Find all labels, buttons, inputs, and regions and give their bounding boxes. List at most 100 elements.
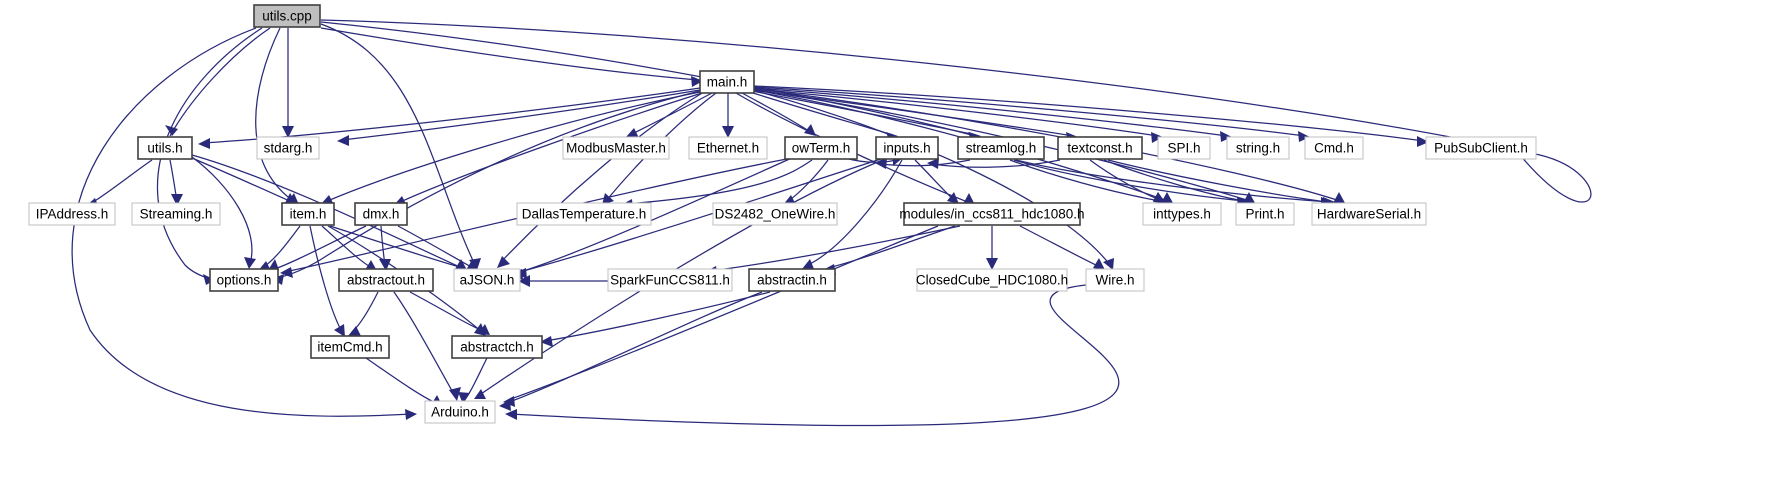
node-box[interactable] bbox=[209, 268, 279, 292]
node-box[interactable] bbox=[784, 136, 858, 160]
node-label: SPI.h bbox=[1167, 141, 1200, 156]
node-dmx_h[interactable]: dmx.h bbox=[354, 202, 408, 226]
edge-main_h-to-stdarg_h bbox=[337, 89, 701, 146]
node-modbusmaster_h[interactable]: ModbusMaster.h bbox=[562, 136, 670, 160]
node-streaming_h[interactable]: Streaming.h bbox=[131, 202, 221, 226]
node-box[interactable] bbox=[256, 136, 320, 160]
node-inttypes_h[interactable]: inttypes.h bbox=[1142, 202, 1222, 226]
node-ipaddress_h[interactable]: IPAddress.h bbox=[28, 202, 116, 226]
arrowhead bbox=[1243, 192, 1255, 203]
arrowhead bbox=[505, 409, 517, 420]
node-label: main.h bbox=[707, 75, 748, 90]
arrowhead bbox=[1151, 132, 1163, 143]
arrowhead bbox=[1298, 131, 1310, 142]
node-box[interactable] bbox=[1235, 202, 1295, 226]
arrowhead bbox=[947, 192, 959, 204]
node-ds2482_h[interactable]: DS2482_OneWire.h bbox=[712, 202, 838, 226]
node-box[interactable] bbox=[338, 268, 434, 292]
node-box[interactable] bbox=[903, 202, 1081, 226]
edge-main_h-to-options_h bbox=[272, 90, 701, 285]
node-options_h[interactable]: options.h bbox=[209, 268, 279, 292]
node-box[interactable] bbox=[137, 136, 193, 160]
node-abstractch_h[interactable]: abstractch.h bbox=[451, 335, 543, 359]
edge-streamlog_h-to-inputs_h bbox=[875, 158, 971, 169]
node-textconst_h[interactable]: textconst.h bbox=[1057, 136, 1143, 160]
node-box[interactable] bbox=[1142, 202, 1222, 226]
edge-textconst_h-to-inttypes_h bbox=[1089, 159, 1165, 202]
arrowhead bbox=[458, 392, 470, 404]
node-ccs811_h[interactable]: modules/in_ccs811_hdc1080.h bbox=[899, 202, 1085, 226]
arrowhead bbox=[1153, 192, 1165, 202]
node-box[interactable] bbox=[516, 202, 652, 226]
node-cmd_h[interactable]: Cmd.h bbox=[1304, 136, 1364, 160]
edge-ccs811_h-to-wire_h bbox=[1019, 225, 1105, 270]
node-box[interactable] bbox=[424, 400, 496, 424]
edge-abstractout_h-to-itemcmd_h bbox=[348, 291, 379, 336]
edge-ccs811_h-to-abstractin_h bbox=[823, 225, 956, 275]
node-box[interactable] bbox=[562, 136, 670, 160]
edge-utils_cpp-to-main_h bbox=[320, 27, 703, 87]
node-inputs_h[interactable]: inputs.h bbox=[875, 136, 939, 160]
node-main_h[interactable]: main.h bbox=[699, 70, 755, 94]
node-box[interactable] bbox=[1226, 136, 1290, 160]
node-label: owTerm.h bbox=[792, 141, 851, 156]
node-box[interactable] bbox=[310, 335, 390, 359]
node-spi_h[interactable]: SPI.h bbox=[1157, 136, 1211, 160]
node-box[interactable] bbox=[1085, 268, 1145, 292]
node-box[interactable] bbox=[1425, 136, 1537, 160]
node-label: textconst.h bbox=[1067, 141, 1132, 156]
node-hardwareserial_h[interactable]: HardwareSerial.h bbox=[1311, 202, 1427, 226]
node-abstractout_h[interactable]: abstractout.h bbox=[338, 268, 434, 292]
node-pubsubclient_h[interactable]: PubSubClient.h bbox=[1425, 136, 1537, 160]
node-box[interactable] bbox=[875, 136, 939, 160]
node-box[interactable] bbox=[916, 268, 1068, 292]
arrowhead bbox=[282, 126, 294, 138]
edge-main_h-to-spi_h bbox=[753, 88, 1163, 143]
node-box[interactable] bbox=[1304, 136, 1364, 160]
node-box[interactable] bbox=[1057, 136, 1143, 160]
node-abstractin_h[interactable]: abstractin.h bbox=[748, 268, 836, 292]
node-box[interactable] bbox=[957, 136, 1045, 160]
node-box[interactable] bbox=[1311, 202, 1427, 226]
node-utils_h[interactable]: utils.h bbox=[137, 136, 193, 160]
node-streamlog_h[interactable]: streamlog.h bbox=[957, 136, 1045, 160]
node-box[interactable] bbox=[131, 202, 221, 226]
node-box[interactable] bbox=[688, 136, 768, 160]
edge-ccs811_h-to-arduino_h bbox=[503, 225, 939, 407]
node-wire_h[interactable]: Wire.h bbox=[1085, 268, 1145, 292]
node-box[interactable] bbox=[607, 268, 733, 292]
node-item_h[interactable]: item.h bbox=[281, 202, 335, 226]
node-arduino_h[interactable]: Arduino.h bbox=[424, 400, 496, 424]
node-box[interactable] bbox=[453, 268, 521, 292]
node-owterm_h[interactable]: owTerm.h bbox=[784, 136, 858, 160]
arrowhead bbox=[802, 259, 814, 269]
node-itemcmd_h[interactable]: itemCmd.h bbox=[310, 335, 390, 359]
node-sparkfun_h[interactable]: SparkFunCCS811.h bbox=[607, 268, 733, 292]
arrowhead bbox=[1333, 192, 1345, 203]
node-ajson_h[interactable]: aJSON.h bbox=[453, 268, 521, 292]
node-box[interactable] bbox=[712, 202, 838, 226]
node-box[interactable] bbox=[28, 202, 116, 226]
node-box[interactable] bbox=[281, 202, 335, 226]
node-closedcube_h[interactable]: ClosedCube_HDC1080.h bbox=[916, 268, 1068, 292]
node-dallastemp_h[interactable]: DallasTemperature.h bbox=[516, 202, 652, 226]
node-stdarg_h[interactable]: stdarg.h bbox=[256, 136, 320, 160]
arrowhead bbox=[449, 387, 461, 401]
node-box[interactable] bbox=[253, 4, 321, 28]
arrowhead bbox=[602, 193, 614, 205]
node-print_h[interactable]: Print.h bbox=[1235, 202, 1295, 226]
node-box[interactable] bbox=[354, 202, 408, 226]
arrowhead bbox=[165, 125, 178, 136]
node-box[interactable] bbox=[748, 268, 836, 292]
node-string_h[interactable]: string.h bbox=[1226, 136, 1290, 160]
node-box[interactable] bbox=[451, 335, 543, 359]
node-box[interactable] bbox=[699, 70, 755, 94]
edge-sparkfun_h-to-ajson_h bbox=[518, 275, 612, 287]
node-utils_cpp[interactable]: utils.cpp bbox=[253, 4, 321, 28]
node-ethernet_h[interactable]: Ethernet.h bbox=[688, 136, 768, 160]
node-box[interactable] bbox=[1157, 136, 1211, 160]
arrowhead bbox=[875, 158, 887, 169]
node-label: utils.cpp bbox=[262, 9, 312, 24]
node-label: dmx.h bbox=[363, 207, 400, 222]
